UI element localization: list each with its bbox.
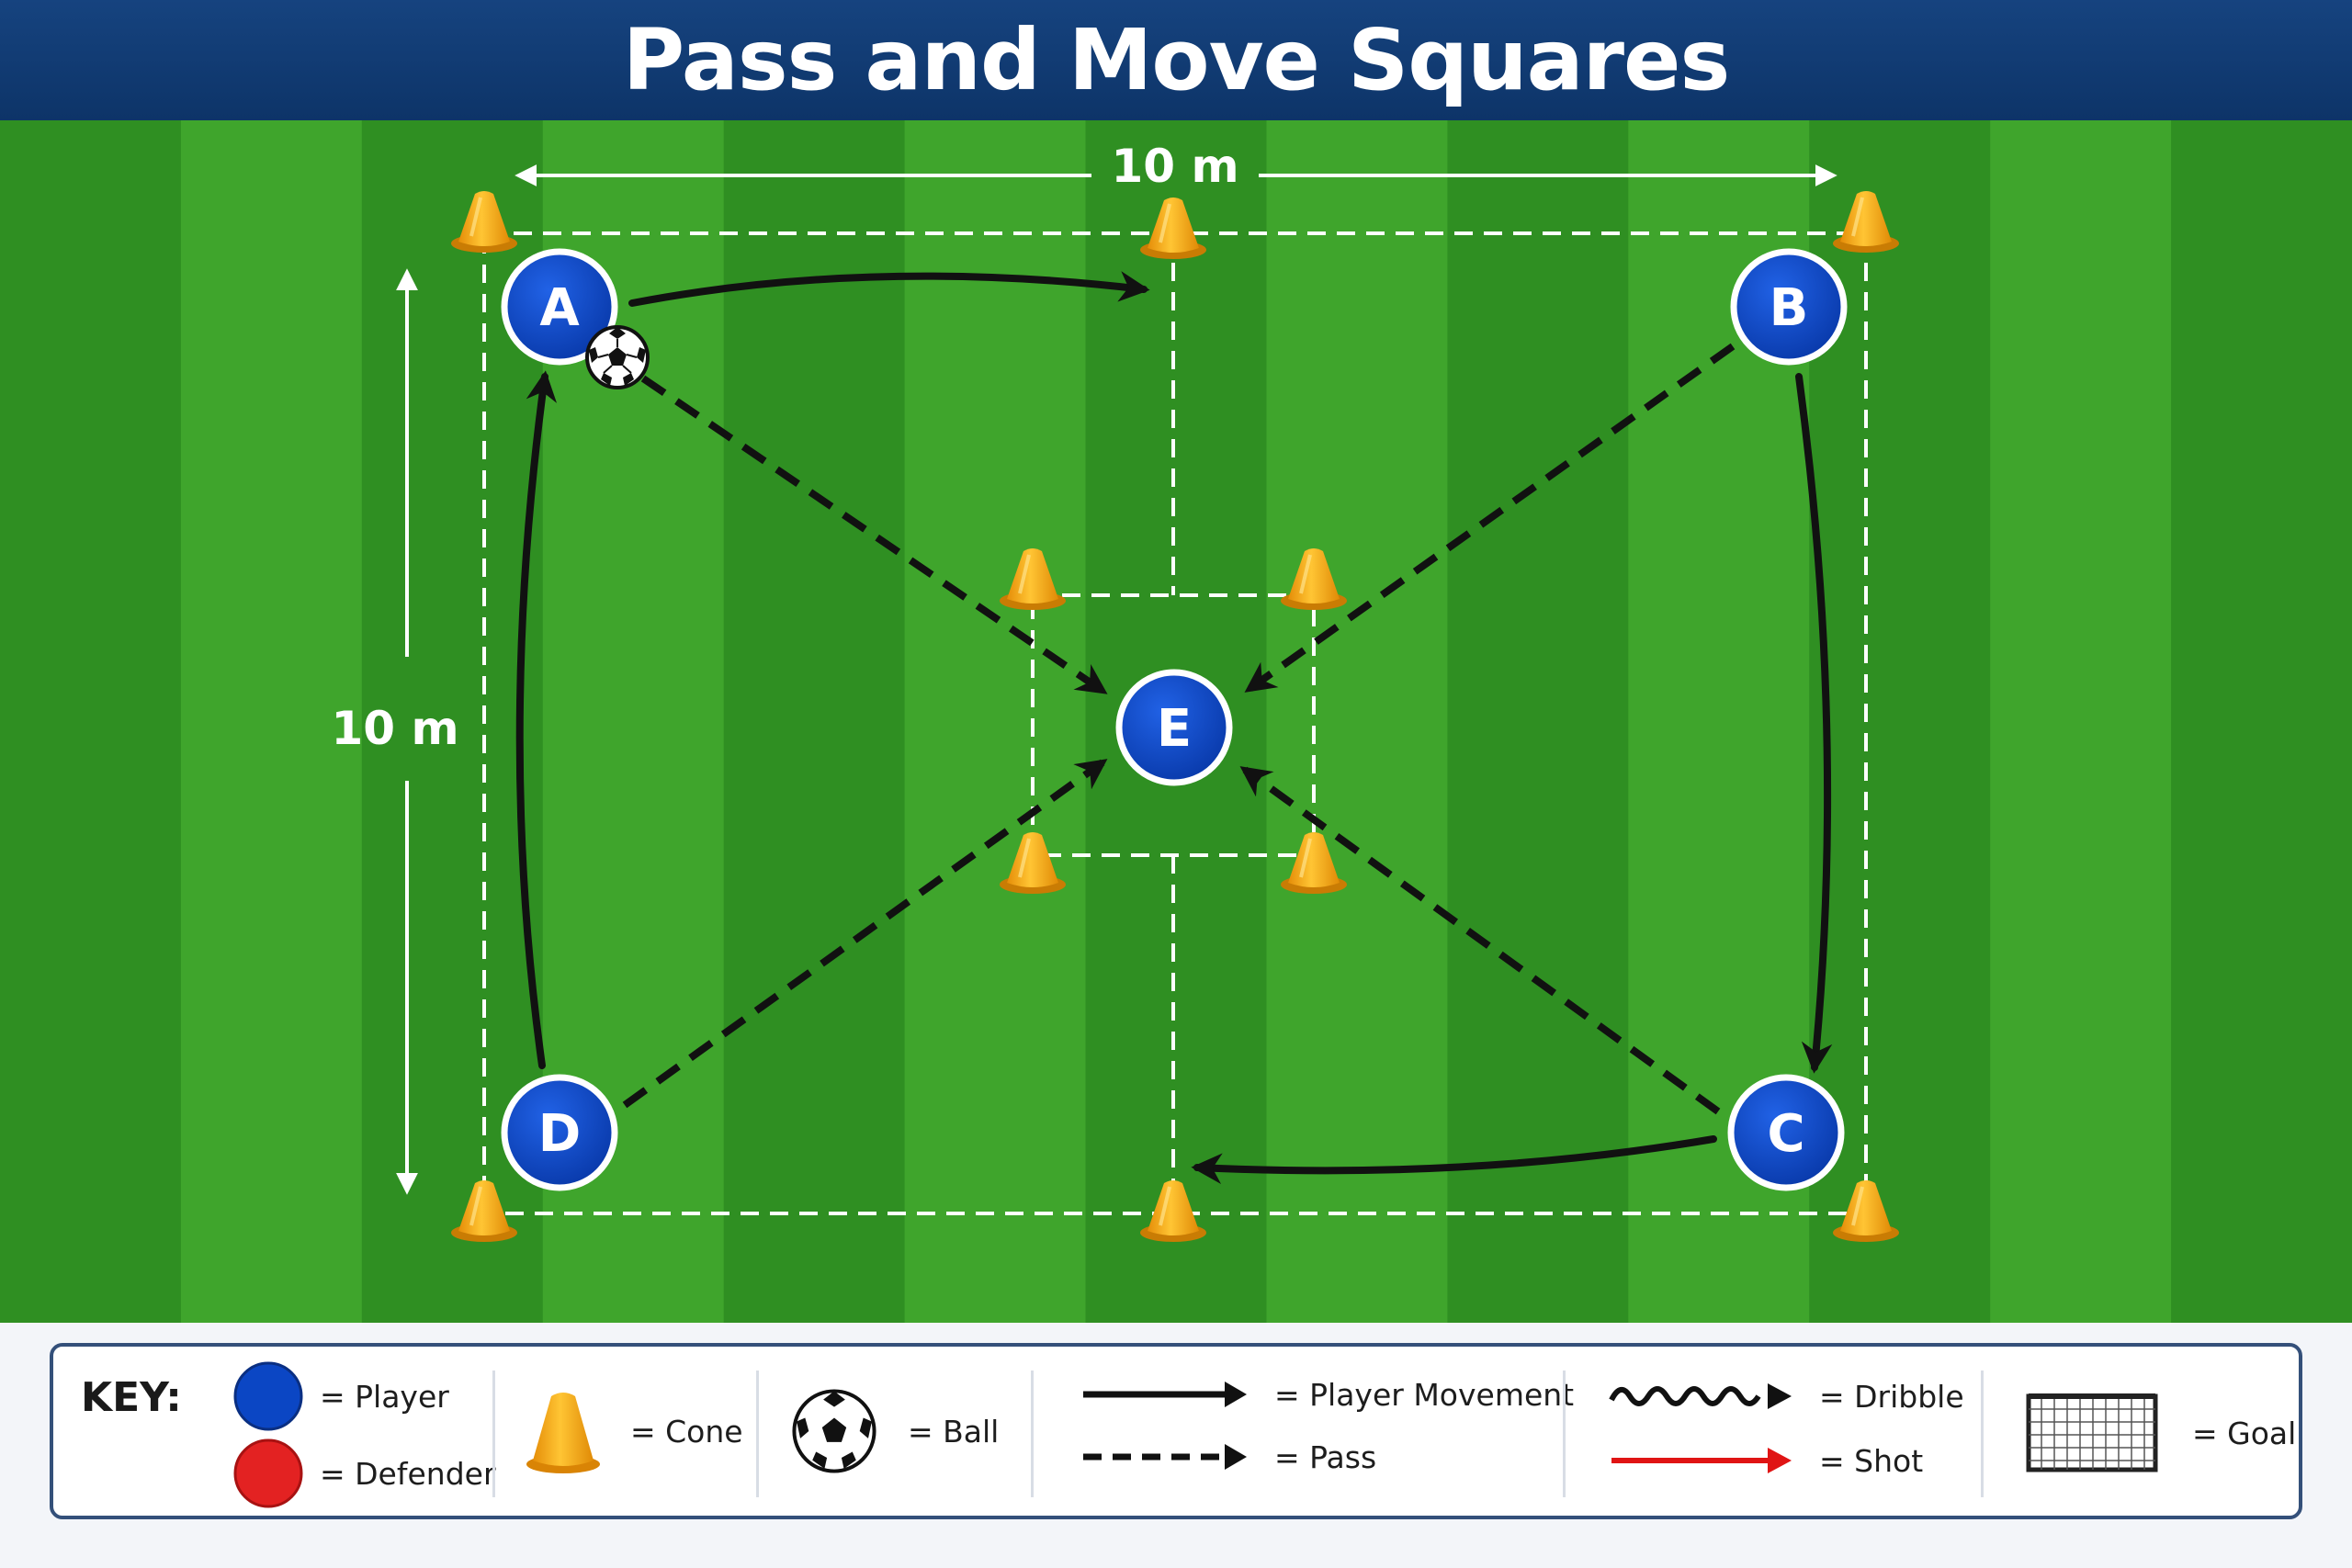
key-item-player: = Player [230,1358,449,1435]
cone-marker [1140,197,1206,259]
key-item-cone: = Cone [522,1387,743,1475]
red-arrow-icon [1611,1448,1792,1473]
pitch-stripe [2171,120,2352,1323]
wavy-arrow-icon [1609,1383,1792,1409]
pass-b-to-e [1244,343,1736,693]
cone-marker [1833,191,1899,253]
key-item-ball: = Ball [792,1389,999,1473]
key-divider [492,1371,495,1497]
player-label: E [1157,699,1192,759]
key-title: KEY: [81,1374,182,1421]
player-b: B [1730,248,1848,366]
key-shot-label: = Shot [1819,1442,1924,1479]
width-label: 10 m [1111,140,1238,193]
pitch-stripe [723,120,906,1323]
move-c-to-bottom-center [1191,1135,1717,1185]
key-divider [1981,1371,1984,1497]
player-swatch-icon [233,1361,303,1431]
pitch-stripe [1266,120,1449,1323]
key-item-defender: = Defender [230,1435,496,1512]
key-pass-label: = Pass [1274,1438,1377,1475]
legend-key: KEY: = Player = Defender = Cone [50,1343,2302,1519]
cone-marker [1140,1180,1206,1242]
player-label: B [1770,278,1809,338]
pass-d-to-e [622,759,1108,1109]
key-item-pass: = Pass [1078,1437,1376,1477]
ball-icon [792,1389,876,1473]
pass-lines [622,343,1736,1115]
cone-icon [526,1393,600,1473]
player-circle [1727,1074,1845,1191]
cone-marker [451,191,517,253]
key-player-label: = Player [320,1378,449,1415]
cone-marker [1281,832,1347,894]
ball [585,325,650,389]
move-a-to-top-center [628,271,1150,307]
player-a: A [501,248,618,366]
solid-arrow-icon [1083,1382,1247,1407]
pitch-stripe [180,120,363,1323]
key-cone-label: = Cone [630,1413,743,1450]
key-item-movement: = Player Movement [1078,1374,1574,1415]
cone-marker [1000,548,1066,610]
pitch-stripe [1990,120,2173,1323]
height-label: 10 m [331,702,458,755]
cone-marker [451,1180,517,1242]
player-c: C [1727,1074,1845,1191]
players: A B C D E [501,248,1848,1191]
key-movement-label: = Player Movement [1274,1376,1575,1413]
player-d: D [501,1074,618,1191]
defender-swatch-icon [233,1438,303,1508]
player-circle [1730,248,1848,366]
player-e: E [1115,669,1233,786]
pitch-diagram: 10 m 10 m A B C D E [0,120,2352,1323]
pitch-stripe [904,120,1087,1323]
key-goal-label: = Goal [2192,1415,2297,1451]
movement-lines [515,271,1833,1185]
key-divider [1563,1371,1566,1497]
player-circle [1115,669,1233,786]
key-item-goal: = Goal [2023,1391,2296,1475]
move-d-to-a [515,370,558,1069]
pitch-stripe [1447,120,1630,1323]
key-divider [756,1371,759,1497]
move-b-to-c [1795,373,1833,1074]
player-circle [501,248,618,366]
key-divider [1031,1371,1034,1497]
pass-c-to-e [1239,766,1721,1115]
key-item-shot: = Shot [1606,1440,1923,1481]
pass-a-to-e [640,375,1108,694]
cones [451,191,1899,1242]
cone-marker [1281,548,1347,610]
width-dimension: 10 m [514,140,1838,193]
player-circle [501,1074,618,1191]
cone-marker [1000,832,1066,894]
key-ball-label: = Ball [908,1413,1000,1450]
key-item-dribble: = Dribble [1606,1376,1964,1416]
height-dimension: 10 m [331,268,459,1195]
key-defender-label: = Defender [320,1455,496,1492]
key-dribble-label: = Dribble [1819,1378,1964,1415]
cone-marker [1833,1180,1899,1242]
player-label: C [1767,1104,1804,1164]
player-label: A [539,278,580,338]
dashed-arrow-icon [1083,1444,1247,1470]
player-label: D [538,1104,581,1164]
pitch-stripe [0,120,182,1323]
goal-icon [2026,1393,2158,1472]
page-title: Pass and Move Squares [622,11,1730,109]
title-banner: Pass and Move Squares [0,0,2352,120]
